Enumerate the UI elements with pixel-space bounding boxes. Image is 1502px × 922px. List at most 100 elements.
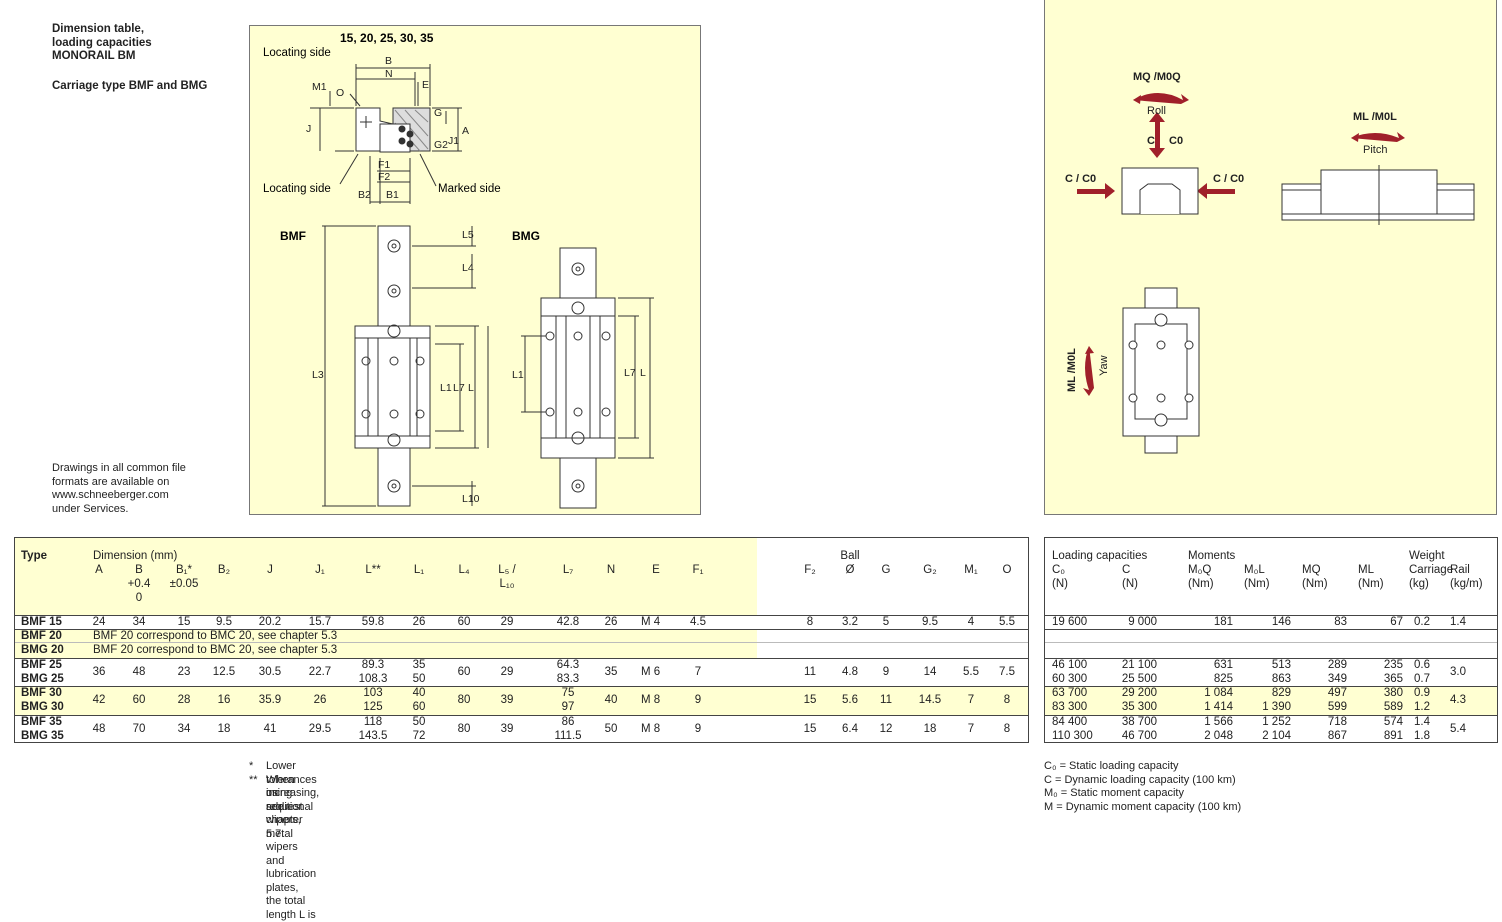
- column-header: B₁*: [176, 564, 192, 577]
- cell-j1: 29.5: [309, 723, 331, 736]
- cell-o: 8: [1004, 723, 1010, 736]
- cell-b2: 12.5: [213, 666, 235, 679]
- dim-j: J: [306, 123, 311, 135]
- cell-b1: 34: [178, 723, 191, 736]
- cell-carriage: 0.9: [1414, 687, 1430, 700]
- cell-ml: 67: [1390, 616, 1403, 629]
- cell-rail: 5.4: [1450, 723, 1466, 736]
- size-list: 15, 20, 25, 30, 35: [340, 31, 434, 45]
- cell-l4: 80: [458, 723, 471, 736]
- legend-line: C = Dynamic loading capacity (100 km): [1044, 774, 1241, 788]
- cell-m0q: 1 414: [1204, 701, 1233, 714]
- cell-f2: 15: [804, 694, 817, 707]
- cell-b: 70: [133, 723, 146, 736]
- cell-c0: 19 600: [1052, 616, 1087, 629]
- cell-carriage: 1.8: [1414, 730, 1430, 743]
- cell-l: 89.3: [362, 659, 384, 672]
- cell-m0l: 146: [1272, 616, 1291, 629]
- cell-carriage: 0.6: [1414, 659, 1430, 672]
- cell-rail: 4.3: [1450, 694, 1466, 707]
- cell-f2: 8: [807, 616, 813, 629]
- cell-n: 35: [605, 666, 618, 679]
- load-directions-panel: MQ /M0Q Roll C C0 C / C0 C / C0 ML /M0L …: [1044, 0, 1497, 515]
- title-line: MONORAIL BM: [52, 50, 152, 64]
- dim-j1: J1: [448, 135, 459, 147]
- roll-label: Roll: [1147, 105, 1166, 117]
- cell-m1: 4: [968, 616, 974, 629]
- cell-c0: 83 300: [1052, 701, 1087, 714]
- cell-rail: 1.4: [1450, 616, 1466, 629]
- pitch-arrow: [1351, 132, 1405, 142]
- cell-ball: 6.4: [842, 723, 858, 736]
- column-header: Rail: [1450, 564, 1470, 577]
- cell-c: 21 100: [1122, 659, 1157, 672]
- cell-b1: 23: [178, 666, 191, 679]
- cell-l1: 35: [413, 659, 426, 672]
- cell-l7: 86: [562, 716, 575, 729]
- cell-m1: 7: [968, 694, 974, 707]
- dim-l4: L4: [462, 262, 474, 274]
- cell-e: M 4: [641, 616, 660, 629]
- cell-b: 60: [133, 694, 146, 707]
- cell-ml: 574: [1384, 716, 1403, 729]
- cell-m0l: 513: [1272, 659, 1291, 672]
- cell-mq: 867: [1328, 730, 1347, 743]
- dim-b1: B1: [386, 189, 399, 201]
- cell-g2: 14.5: [919, 694, 941, 707]
- cell-c: 38 700: [1122, 716, 1157, 729]
- footnote-text: increasing, see chapter 5.7.: [266, 787, 319, 841]
- cell-f1: 7: [695, 666, 701, 679]
- column-header: M₀L: [1244, 564, 1265, 577]
- cell-j1: 26: [314, 694, 327, 707]
- cell-l1: 50: [413, 673, 426, 686]
- note-line: under Services.: [52, 503, 186, 517]
- remark-cell: BMF 20 correspond to BMC 20, see chapter…: [93, 644, 337, 657]
- cell-e: M 8: [641, 694, 660, 707]
- cell-m0q: 181: [1214, 616, 1233, 629]
- type-cell: BMF 25: [21, 659, 62, 672]
- dim-f2: F2: [378, 171, 390, 183]
- side-load-left-arrow: [1077, 189, 1107, 194]
- cell-c: 29 200: [1122, 687, 1157, 700]
- column-header: C₀: [1052, 564, 1065, 577]
- cell-ml: 365: [1384, 673, 1403, 686]
- dim-g: G: [434, 107, 442, 119]
- column-header-unit: (kg/m): [1450, 578, 1483, 591]
- downloads-note: Drawings in all common file formats are …: [52, 462, 186, 516]
- cell-l: 59.8: [362, 616, 384, 629]
- cell-l1: 72: [413, 730, 426, 743]
- cell-g2: 9.5: [922, 616, 938, 629]
- cell-g2: 18: [924, 723, 937, 736]
- dimension-group-header: Dimension (mm): [93, 550, 177, 563]
- cell-f1: 9: [695, 694, 701, 707]
- note-line: www.schneeberger.com: [52, 489, 186, 503]
- cell-ball: 5.6: [842, 694, 858, 707]
- cell-carriage: 0.2: [1414, 616, 1430, 629]
- cell-carriage: 0.7: [1414, 673, 1430, 686]
- cell-l7: 64.3: [557, 659, 579, 672]
- cell-g: 11: [880, 694, 892, 707]
- cell-n: 50: [605, 723, 618, 736]
- cell-f1: 9: [695, 723, 701, 736]
- vertical-load-label: C: [1147, 135, 1155, 147]
- cell-m1: 5.5: [963, 666, 979, 679]
- legend-line: M₀ = Static moment capacity: [1044, 787, 1241, 801]
- column-header: E: [652, 564, 660, 577]
- cell-e: M 6: [641, 666, 660, 679]
- cell-f1: 4.5: [690, 616, 706, 629]
- loading-group-header: Loading capacities: [1052, 550, 1147, 563]
- side-load-left-label: C / C0: [1065, 173, 1096, 185]
- cell-a: 42: [93, 694, 106, 707]
- column-header: G: [882, 564, 891, 577]
- cell-l: 143.5: [359, 730, 388, 743]
- cell-m0l: 1 252: [1262, 716, 1291, 729]
- column-header: A: [95, 564, 103, 577]
- weight-group-header: Weight: [1409, 550, 1445, 563]
- cell-g: 9: [883, 666, 889, 679]
- column-header-unit: (Nm): [1244, 578, 1270, 591]
- column-header: C: [1122, 564, 1130, 577]
- cell-mq: 83: [1334, 616, 1347, 629]
- cell-ml: 589: [1384, 701, 1403, 714]
- cell-l4: 80: [458, 694, 471, 707]
- dim-m1: M1: [312, 81, 327, 93]
